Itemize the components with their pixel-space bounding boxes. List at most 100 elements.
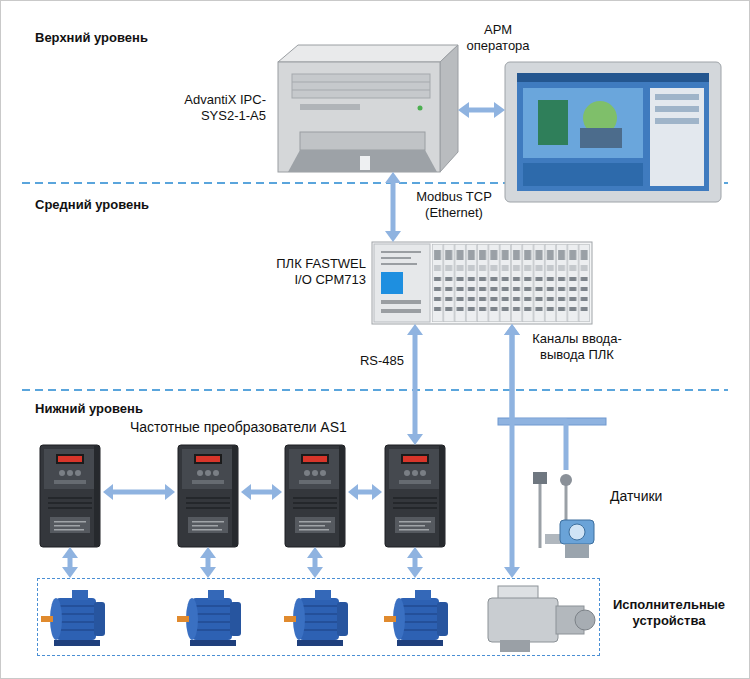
sensor-drawing-part: [560, 520, 594, 544]
industrial-pc-drawing-part: [292, 74, 430, 98]
industrial-pc-drawing-part: [300, 104, 360, 110]
connector: [407, 324, 423, 445]
industrial-pc-drawing-part: [292, 82, 430, 83]
connector: [458, 102, 505, 118]
connector: [62, 547, 423, 578]
motor-row-part: [177, 590, 241, 646]
sensor-drawing-part: [565, 484, 568, 522]
monitor-drawing-part: [517, 73, 709, 82]
motor-row-part: [41, 590, 105, 646]
arrow-head: [307, 547, 323, 558]
plc-drawing-part: [381, 272, 403, 294]
actuator-group: Исполнительные устройства: [37, 578, 600, 656]
arrow-head: [62, 567, 78, 578]
sensor-drawing-part: [539, 484, 542, 548]
edge-label: Modbus TCP (Ethernet): [404, 189, 504, 222]
connector-line: [391, 181, 396, 233]
plc-node: ПЛК FASTWEL I/O CPM713: [372, 242, 592, 324]
arrow-head: [200, 567, 216, 578]
converter-row-part: [385, 445, 445, 547]
arrow-head: [385, 231, 401, 242]
converter-row: [40, 445, 445, 547]
valve-actuator-drawing-part: [488, 598, 558, 642]
node-label: АРМ оператора: [458, 22, 538, 55]
group-heading-slot: Частотные преобразователи AS1: [130, 419, 430, 437]
sensor-drawing-part: [565, 544, 589, 558]
plc-drawing-part: [381, 300, 421, 304]
node-label-slot: Датчики: [610, 488, 676, 506]
edge-label: Каналы ввода-вывода ПЛК: [522, 331, 632, 364]
converter-row-part: [178, 445, 238, 547]
level-label: Средний уровень: [35, 197, 235, 213]
industrial-pc-drawing-part: [440, 45, 458, 172]
sensor-drawing-part: [560, 474, 572, 486]
motor-row: [41, 590, 448, 646]
converter-link-arrow-part: [372, 484, 382, 500]
connector-line: [413, 333, 418, 436]
arrow-head: [307, 567, 323, 578]
node-label-slot: ПЛК FASTWEL I/O CPM713: [268, 256, 366, 289]
level-label: Верхний уровень: [35, 30, 235, 46]
industrial-pc-drawing-part: [300, 132, 425, 150]
converter-link-arrow: [103, 484, 382, 500]
node-label: AdvantiX IPC-SYS2-1-A5: [160, 92, 266, 125]
arrow-head: [407, 324, 423, 335]
plc-drawing-part: [374, 244, 430, 322]
converter-link-arrow-part: [357, 490, 373, 495]
converter-link-arrow-part: [165, 484, 175, 500]
monitor-drawing-part: [580, 128, 622, 148]
converter-link-arrow-part: [241, 484, 251, 500]
converter-link-arrow-part: [272, 484, 282, 500]
monitor-drawing-part: [523, 88, 643, 158]
sensor-drawing-part: [569, 524, 585, 540]
level-label-slot: Верхний уровень: [35, 30, 235, 46]
arrow-head: [504, 567, 520, 578]
monitor-drawing-part: [650, 88, 704, 186]
valve-actuator-drawing: [488, 586, 595, 652]
monitor-drawing-part: [538, 100, 568, 145]
monitor-node: АРМ оператора: [505, 62, 721, 202]
group-heading-slot: Исполнительные устройства: [608, 597, 730, 630]
converter-link-arrow-part: [112, 490, 166, 495]
monitor-drawing-part: [655, 106, 699, 112]
converter-group: Частотные преобразователи AS1: [40, 445, 445, 547]
arrow-head: [407, 567, 423, 578]
connector-line: [467, 108, 496, 113]
node-label-slot: АРМ оператора: [458, 22, 538, 55]
monitor-drawing-part: [655, 94, 699, 100]
arrow-head: [407, 434, 423, 445]
sensor-drawing-part: [545, 534, 561, 544]
level-separator: [22, 183, 728, 390]
monitor-drawing: [505, 62, 721, 202]
sensor-drawing-part: [533, 472, 547, 484]
connector: [385, 172, 401, 242]
converter-row-part: [285, 445, 345, 547]
arrow-head: [494, 102, 505, 118]
monitor-drawing-part: [505, 62, 721, 202]
industrial-pc-drawing-part: [278, 45, 458, 62]
edge-label-slot: RS-485: [336, 351, 406, 369]
pc-node: AdvantiX IPC-SYS2-1-A5: [160, 45, 458, 172]
node-label: Датчики: [610, 488, 676, 506]
monitor-drawing-part: [517, 73, 709, 191]
converter-link-arrow-part: [250, 490, 273, 495]
node-label: ПЛК FASTWEL I/O CPM713: [268, 256, 366, 289]
group-heading: Частотные преобразователи AS1: [130, 419, 430, 437]
motor-row-part: [284, 590, 348, 646]
arrow-head: [385, 172, 401, 183]
valve-actuator-drawing-part: [500, 640, 530, 652]
level-label-slot: Нижний уровень: [35, 401, 235, 417]
industrial-pc-drawing-part: [360, 156, 370, 170]
node-label-slot: AdvantiX IPC-SYS2-1-A5: [160, 92, 266, 125]
edge-label: RS-485: [358, 353, 406, 369]
plc-drawing-part: [381, 263, 417, 265]
industrial-pc-drawing-part: [418, 106, 423, 111]
converter-row-part: [40, 445, 100, 547]
plc-drawing-part: [381, 309, 421, 313]
group-heading: Исполнительные устройства: [608, 597, 730, 630]
plc-drawing-part: [372, 242, 592, 324]
sensor-drawing: [533, 472, 594, 558]
industrial-pc-drawing-part: [288, 150, 437, 172]
edge-label-slot: Каналы ввода-вывода ПЛК: [522, 331, 632, 364]
